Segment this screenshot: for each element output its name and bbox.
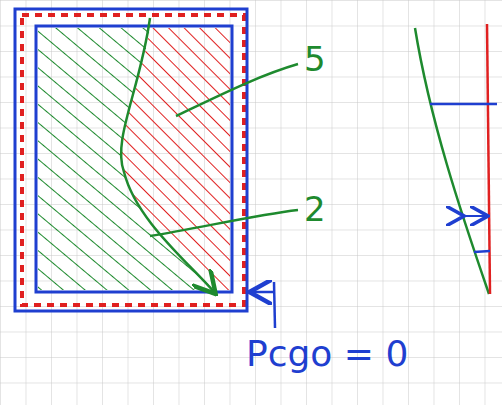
callout-number: 2 [304, 192, 326, 226]
callout-number: 5 [304, 42, 326, 76]
condition-note: Pcgo = 0 [246, 336, 408, 372]
